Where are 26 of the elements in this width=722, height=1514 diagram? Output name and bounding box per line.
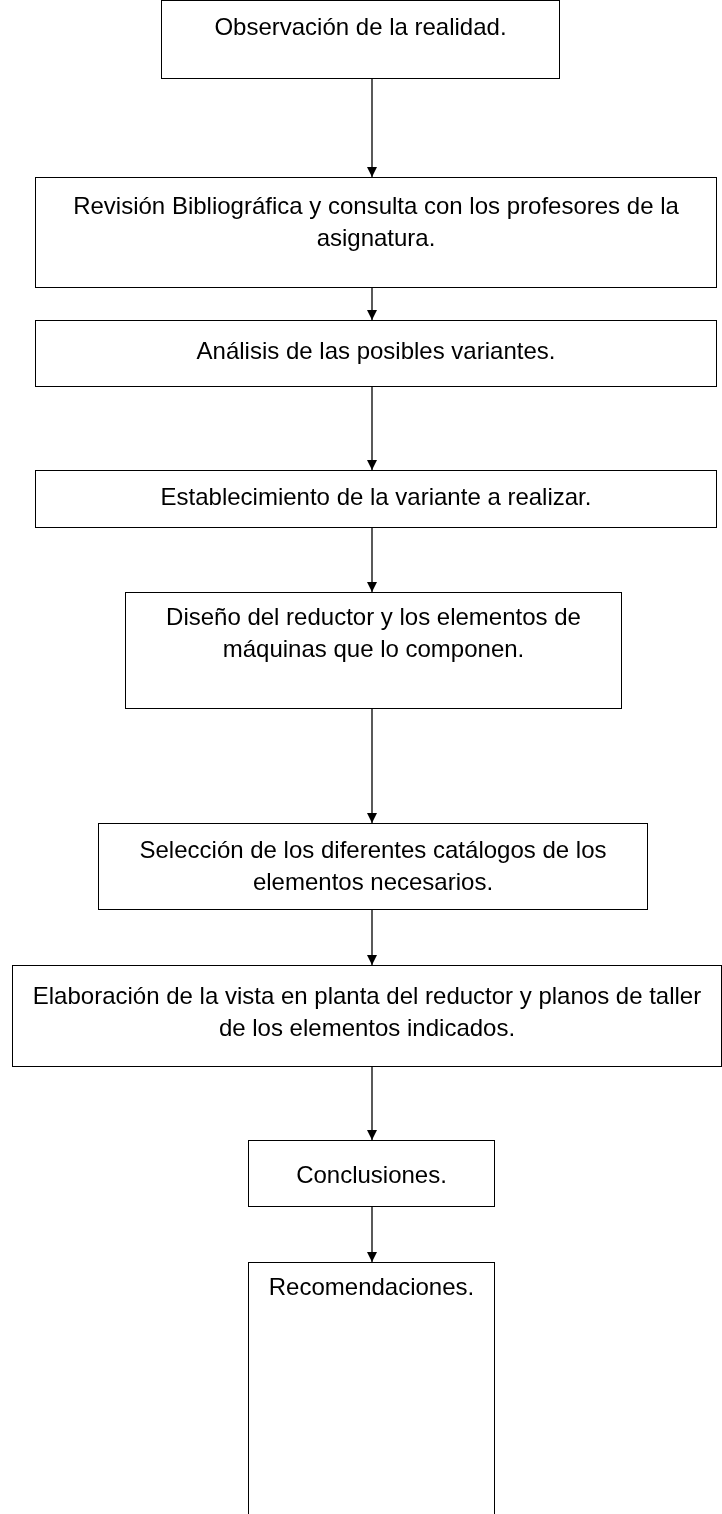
arrow: [367, 909, 377, 966]
process-box: [248, 1140, 495, 1207]
process-box: [35, 320, 717, 387]
process-box: [161, 0, 560, 79]
step-text: Revisión Bibliográfica y consulta con los profesores de la asignatura.: [72, 191, 680, 253]
step-text: Observación de la realidad.: [214, 12, 507, 42]
arrow: [367, 1206, 377, 1263]
arrow: [367, 1066, 377, 1141]
process-box: [12, 965, 722, 1067]
step-text: Diseño del reductor y los elementos de máquinas que lo componen.: [165, 602, 582, 664]
step-text: Conclusiones.: [296, 1160, 447, 1190]
arrow: [367, 386, 377, 471]
process-box: [248, 1262, 495, 1514]
process-box: [35, 177, 717, 288]
process-box: [98, 823, 648, 910]
arrow: [367, 527, 377, 593]
process-box: [125, 592, 622, 709]
arrow: [367, 708, 377, 824]
step-text: Recomendaciones.: [268, 1272, 475, 1302]
step-text: Elaboración de la vista en planta del reductor y planos de taller de los elementos indicados.: [31, 981, 703, 1043]
arrow: [367, 287, 377, 321]
step-text: Selección de los diferentes catálogos de los elementos necesarios.: [138, 835, 608, 897]
process-box: [35, 470, 717, 528]
step-text: Establecimiento de la variante a realizar.: [160, 482, 592, 512]
arrow: [367, 78, 377, 178]
step-text: Análisis de las posibles variantes.: [196, 336, 556, 366]
